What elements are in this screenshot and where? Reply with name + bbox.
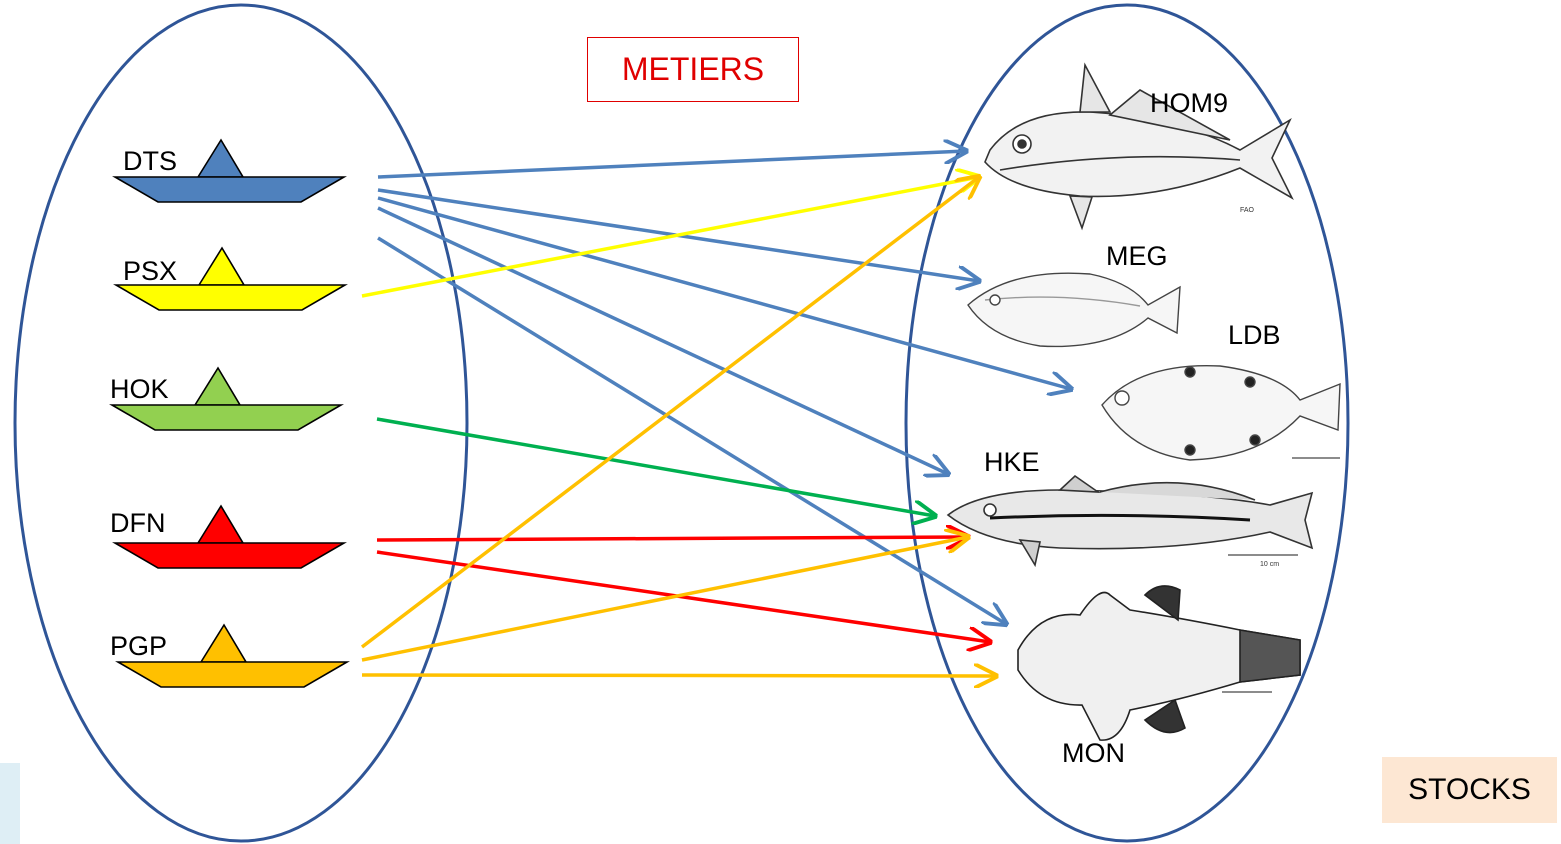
- metier-label: DTS: [123, 146, 177, 176]
- boat-psx: PSX: [116, 248, 345, 310]
- boat-sail: [195, 368, 240, 405]
- link-pgp-to-hke: [362, 537, 968, 660]
- metiers-title-label: METIERS: [622, 51, 764, 88]
- horse-mackerel-icon: FAO: [985, 65, 1292, 228]
- scale-label: 10 cm: [1260, 561, 1279, 568]
- metier-label: PGP: [110, 631, 167, 661]
- metier-label: HOK: [110, 374, 169, 404]
- boat-pgp: PGP: [110, 625, 347, 687]
- metier-label: PSX: [123, 256, 177, 286]
- boat-hull: [115, 177, 344, 202]
- link-pgp-to-hom9: [362, 177, 979, 647]
- link-hok-to-hke: [377, 419, 935, 516]
- boat-hull: [116, 285, 345, 310]
- boat-sail: [198, 506, 243, 543]
- stocks-title: STOCKS: [1382, 757, 1557, 823]
- link-dfn-to-hke: [377, 537, 968, 540]
- boat-layer: DTS PSX HOK DFN PGP: [110, 140, 347, 687]
- hake-icon: 10 cm: [948, 476, 1312, 568]
- megrim-icon: [968, 273, 1180, 346]
- metiers-title: METIERS: [587, 37, 799, 102]
- boat-hull: [115, 543, 344, 568]
- boat-sail: [201, 625, 246, 662]
- link-pgp-to-mon: [362, 675, 996, 676]
- link-dts-to-hom9: [378, 151, 966, 177]
- four-spot-megrim-icon: [1102, 366, 1340, 460]
- stock-label-ldb: LDB: [1228, 320, 1281, 350]
- stock-label-hom9: HOM9: [1150, 88, 1228, 118]
- boat-sail: [198, 140, 243, 177]
- stock-label-mon: MON: [1062, 738, 1125, 768]
- boat-hull: [112, 405, 341, 430]
- stocks-title-label: STOCKS: [1408, 773, 1531, 807]
- boat-hull: [118, 662, 347, 687]
- boat-dts: DTS: [115, 140, 344, 202]
- anglerfish-icon: [1018, 586, 1300, 740]
- boat-dfn: DFN: [110, 506, 344, 568]
- fao-mark: FAO: [1240, 207, 1255, 214]
- boat-sail: [199, 248, 244, 285]
- stock-label-meg: MEG: [1106, 241, 1168, 271]
- metier-label: DFN: [110, 508, 166, 538]
- boat-hok: HOK: [110, 368, 341, 430]
- stock-label-hke: HKE: [984, 447, 1040, 477]
